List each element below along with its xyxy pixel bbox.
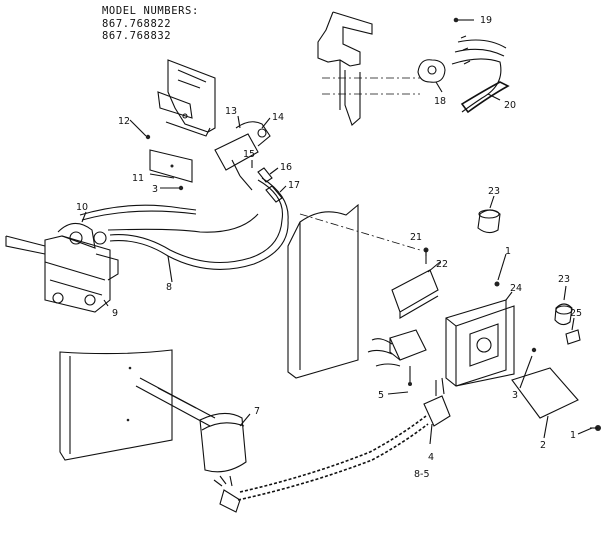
callout-23-side: 23 — [558, 274, 570, 285]
cover-plate-2 — [511, 367, 579, 419]
callout-23-top: 23 — [488, 186, 500, 197]
wire-connector-4 — [423, 377, 451, 427]
bushing-25 — [565, 329, 581, 345]
fittings-15-16-17 — [239, 167, 283, 203]
callout-11: 11 — [132, 173, 144, 184]
callout-3-upper: 3 — [152, 184, 158, 195]
callout-16: 16 — [280, 162, 292, 173]
callout-25: 25 — [570, 308, 582, 319]
callout-24: 24 — [510, 283, 522, 294]
control-box-7 — [199, 412, 247, 473]
callout-20: 20 — [504, 100, 516, 111]
callout-4: 4 — [428, 452, 434, 463]
pilot-bracket — [157, 59, 216, 137]
callout-14: 14 — [272, 112, 284, 123]
sensor-rod-7 — [135, 377, 216, 427]
screw-12 — [145, 134, 151, 140]
callout-15: 15 — [243, 149, 255, 160]
wire-harness-20 — [451, 35, 510, 114]
callout-8: 8 — [166, 282, 172, 293]
pilot-tubing-10 — [79, 204, 197, 221]
callout-1-top: 1 — [505, 246, 511, 257]
bracket-18-fitting — [417, 59, 446, 83]
gas-valve-9 — [5, 222, 119, 313]
model-numbers-title: MODEL NUMBERS: — [102, 5, 199, 17]
lower-left-panel — [59, 349, 173, 461]
callout-18: 18 — [434, 96, 446, 107]
top-right-mount-bracket — [317, 11, 420, 126]
model-number-2: 867.768832 — [102, 30, 172, 42]
callout-1-cover: 1 — [570, 430, 576, 441]
cabinet-side-panel — [287, 203, 421, 379]
wire-nut-1-top — [494, 281, 500, 287]
callout-12: 12 — [118, 116, 130, 127]
callout-22: 22 — [436, 259, 448, 270]
callout-10: 10 — [76, 202, 88, 213]
callout-5: 5 — [378, 390, 384, 401]
callout-3-box: 3 — [512, 390, 518, 401]
mounting-plate-11 — [149, 149, 193, 183]
callout-19: 19 — [480, 15, 492, 26]
transformer-5 — [367, 329, 427, 386]
bracket-22 — [391, 269, 439, 319]
callout-21: 21 — [410, 232, 422, 243]
leader-lines — [81, 19, 593, 445]
flexible-conduit-4 — [213, 415, 429, 513]
callout-7: 7 — [254, 406, 260, 417]
screw-3-box — [531, 347, 537, 353]
callout-9: 9 — [112, 308, 118, 319]
strain-relief-23-side — [554, 303, 573, 326]
callout-8-5: 8-5 — [414, 469, 430, 480]
junction-box-24 — [445, 299, 515, 387]
callout-2: 2 — [540, 440, 546, 451]
thermocouple-tube-8 — [107, 177, 289, 270]
model-number-1: 867.768822 — [102, 18, 172, 30]
callout-17: 17 — [288, 180, 300, 191]
callout-13: 13 — [225, 106, 237, 117]
nut-3-upper — [178, 185, 184, 191]
screw-19 — [453, 17, 459, 23]
strain-relief-23-top — [477, 209, 501, 234]
callout-labels: 19 18 20 12 13 14 15 16 17 11 3 10 9 8 7… — [76, 15, 582, 480]
